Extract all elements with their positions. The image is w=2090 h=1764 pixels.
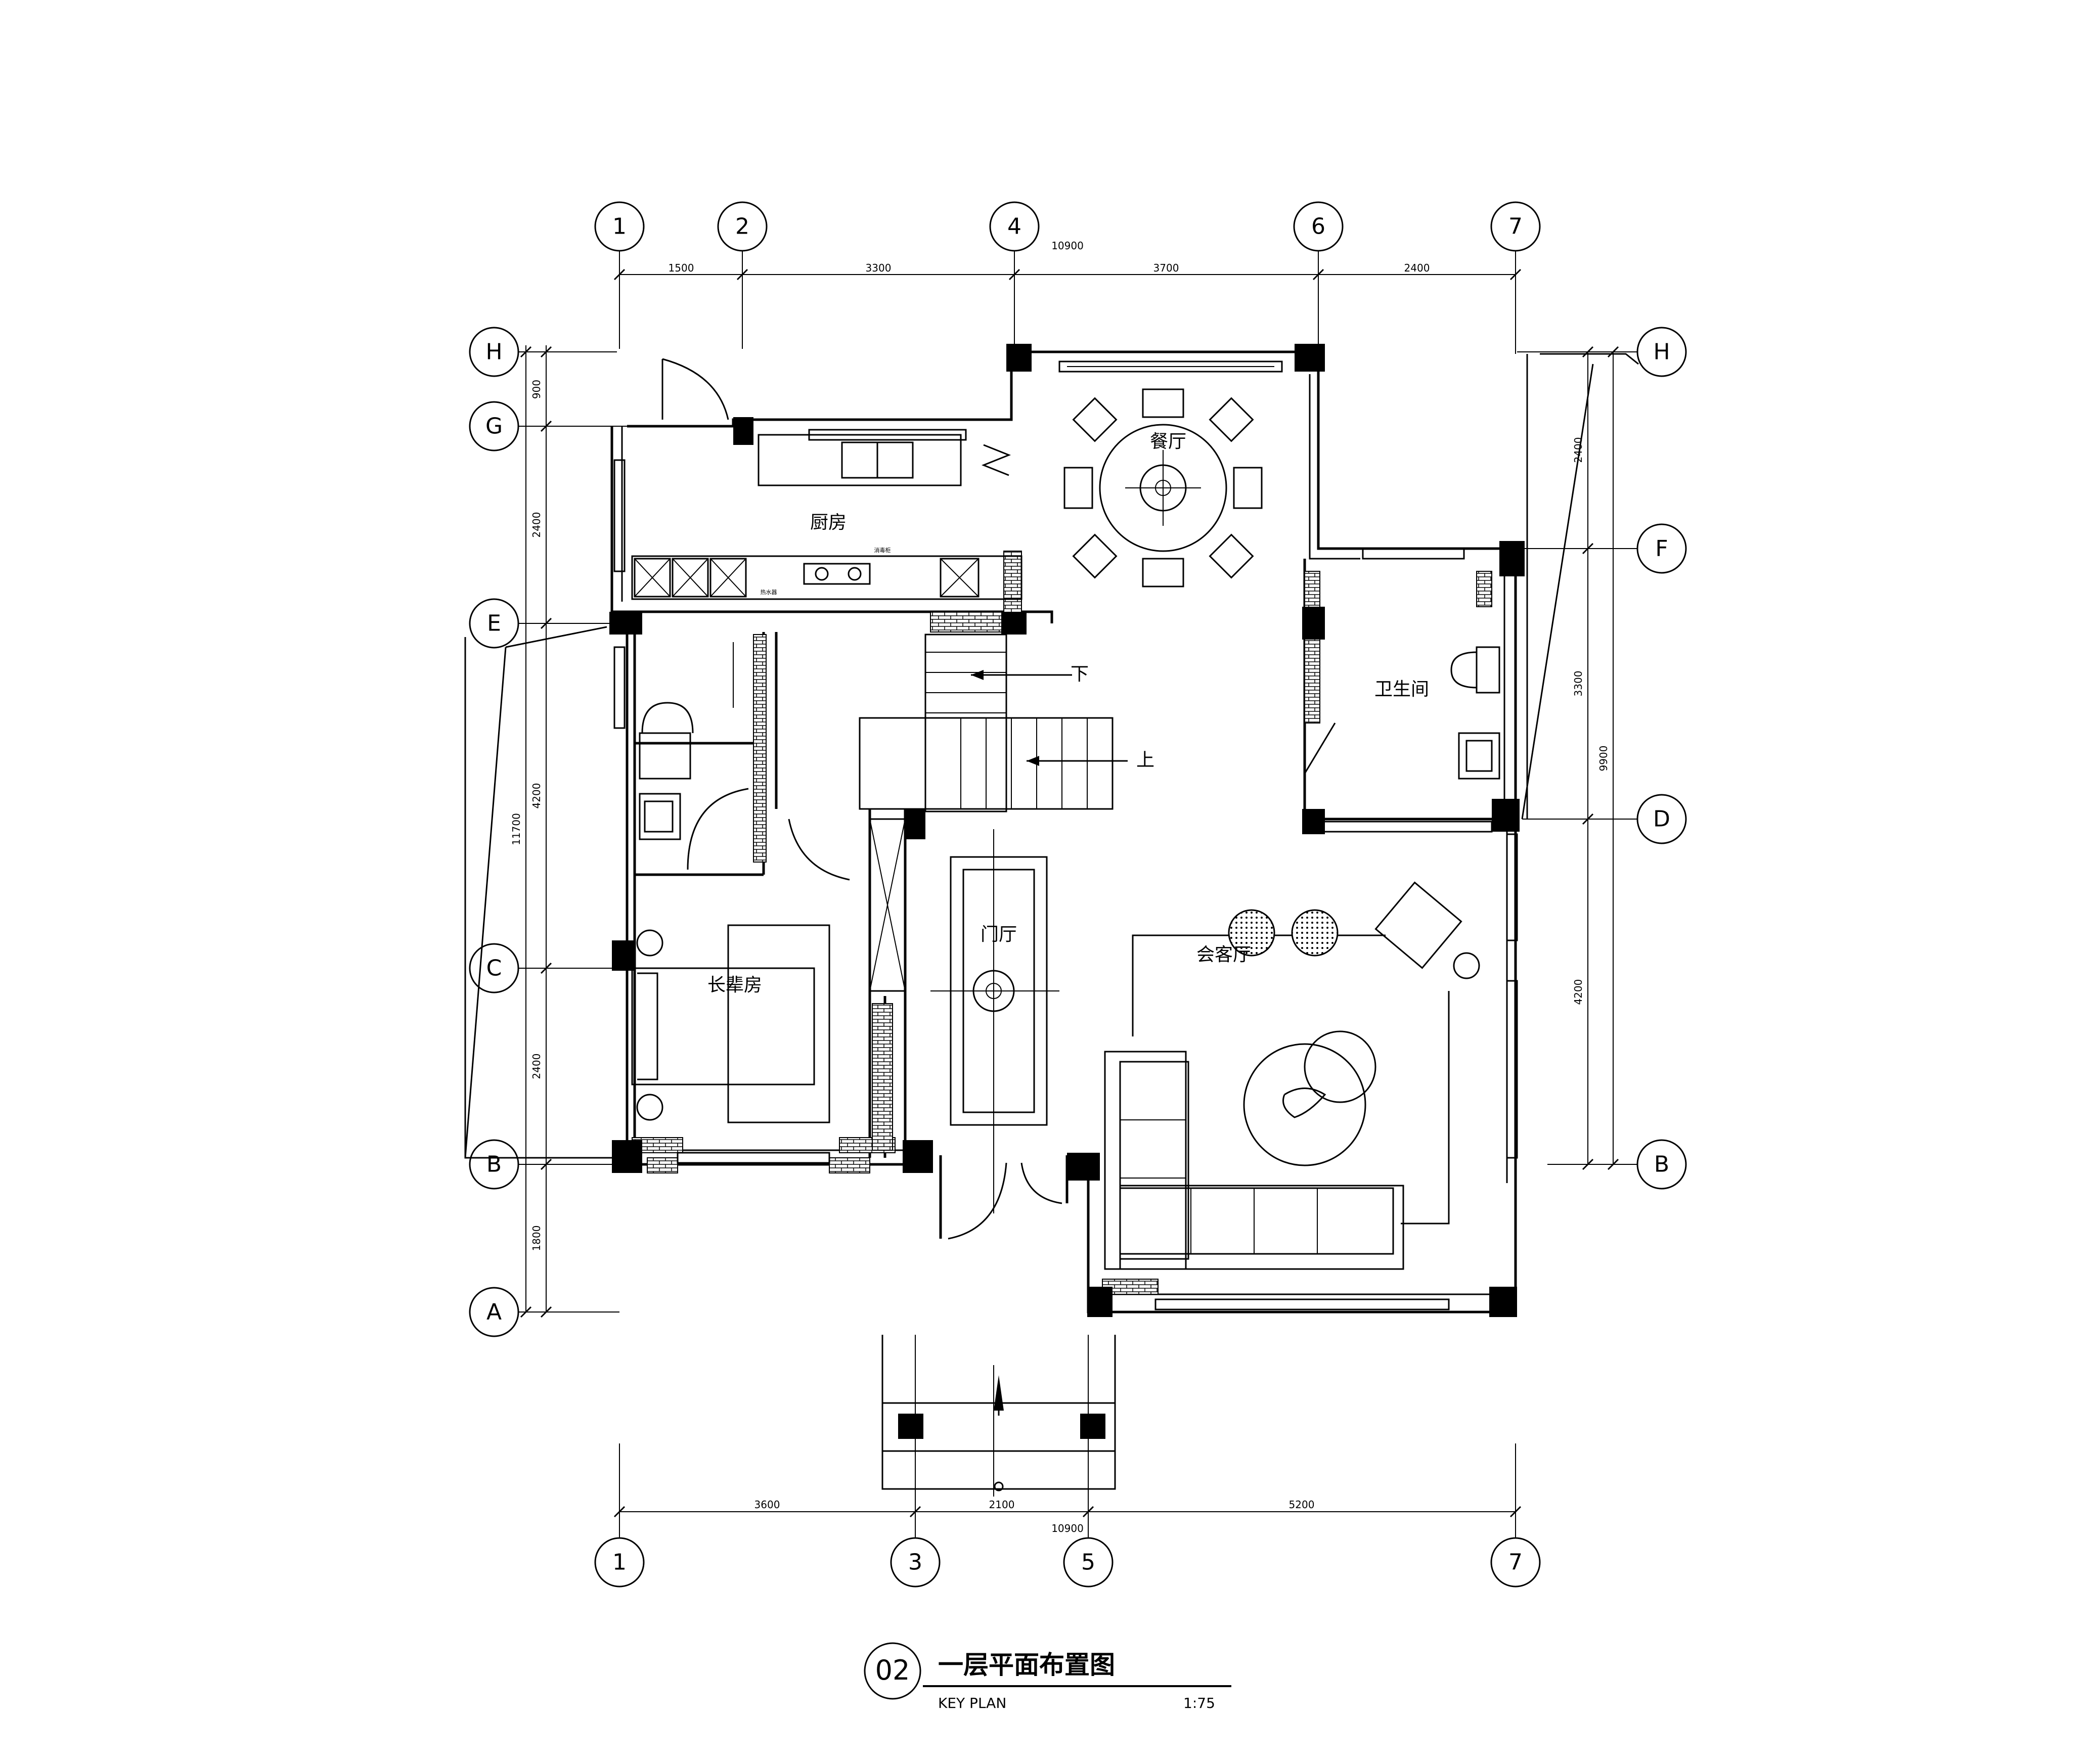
axis-bubbles-bottom: 1 3 5 7 [594,1537,1541,1588]
dimension-lines [520,268,1619,1518]
brick-walls [632,551,1492,1295]
structural-columns [609,344,1525,1439]
axis-left-G: G [485,414,503,439]
dim-left-seg-1: 900 [530,380,543,399]
dining-table [1063,388,1263,587]
label-stair-down: 下 [1071,664,1089,685]
foyer-fixtures [869,818,1048,1126]
stairs: 下 上 [859,634,1154,812]
label-water-heater: 热水器 [761,589,777,596]
dim-top-seg-1: 1500 [669,262,694,274]
axis-left-C: C [486,956,502,981]
title-number-bubble [864,1642,921,1700]
title-name: 一层平面布置图 [938,1650,1115,1680]
dim-right-total: 9900 [1597,746,1610,772]
dim-top-seg-4: 2400 [1404,262,1430,274]
dim-left-seg-5: 1800 [530,1226,543,1251]
doors [661,358,1336,1240]
dim-left-seg-4: 2400 [530,1054,543,1079]
axis-right-B: B [1654,1152,1669,1178]
title-subtitle: KEY PLAN [938,1695,1006,1711]
dim-right-seg-2: 3300 [1572,671,1584,697]
axis-left-B: B [486,1152,502,1178]
label-foyer: 门厅 [981,924,1017,945]
axis-bubbles-right: H F D B [1636,327,1687,1190]
dim-bottom-seg-1: 3600 [754,1499,780,1511]
axis-top-1: 1 [612,214,627,240]
dim-bottom-seg-3: 5200 [1289,1499,1315,1511]
label-bathroom: 卫生间 [1374,679,1429,700]
label-reception: 会客厅 [1196,944,1251,965]
entrance-arrow-icon [994,1375,1004,1491]
axis-top-2: 2 [735,214,749,240]
dim-left-seg-3: 4200 [530,783,543,809]
label-range-hood: 消毒柜 [874,547,891,554]
label-elder-room: 长辈房 [707,975,762,996]
axis-bubbles-top: 1 2 4 6 7 [594,201,1541,252]
dim-top-seg-3: 3700 [1153,262,1179,274]
walls [464,350,1639,1490]
axis-bubbles-left: H G E C B A [469,327,519,1337]
grid-lines [518,250,1638,1547]
bathroom-fixtures [639,642,1500,840]
axis-left-A: A [486,1299,502,1325]
axis-top-4: 4 [1007,214,1021,240]
dim-left-seg-2: 2400 [530,512,543,538]
dim-bottom-seg-2: 2100 [989,1499,1015,1511]
label-stair-up: 上 [1136,750,1154,771]
kitchen-fixtures: 消毒柜 热水器 [631,434,1022,600]
axis-bottom-7: 7 [1508,1550,1523,1575]
axis-bottom-1: 1 [612,1550,627,1575]
title-group: 02 一层平面布置图 KEY PLAN 1:75 [864,1642,1231,1711]
axis-left-H: H [485,339,502,365]
reception-furniture [1104,881,1480,1270]
dim-top-total: 10900 [1051,240,1084,252]
title-block [892,1421,893,1422]
label-dining: 餐厅 [1150,431,1186,452]
dim-right-seg-3: 4200 [1572,979,1584,1005]
axis-bottom-3: 3 [908,1550,922,1575]
axis-bottom-5: 5 [1081,1550,1095,1575]
dim-left-total: 11700 [510,813,522,845]
title-scale: 1:75 [1183,1695,1215,1711]
axis-top-6: 6 [1311,214,1325,240]
elder-room-furniture [631,924,830,1123]
title-number: 02 [875,1654,910,1686]
label-kitchen: 厨房 [810,512,847,533]
axis-right-F: F [1655,536,1668,562]
axis-top-7: 7 [1508,214,1523,240]
axis-left-E: E [487,611,501,637]
dim-bottom-total: 10900 [1051,1522,1084,1534]
axis-right-D: D [1653,806,1670,832]
axis-right-H: H [1653,339,1670,365]
dim-top-seg-2: 3300 [866,262,892,274]
